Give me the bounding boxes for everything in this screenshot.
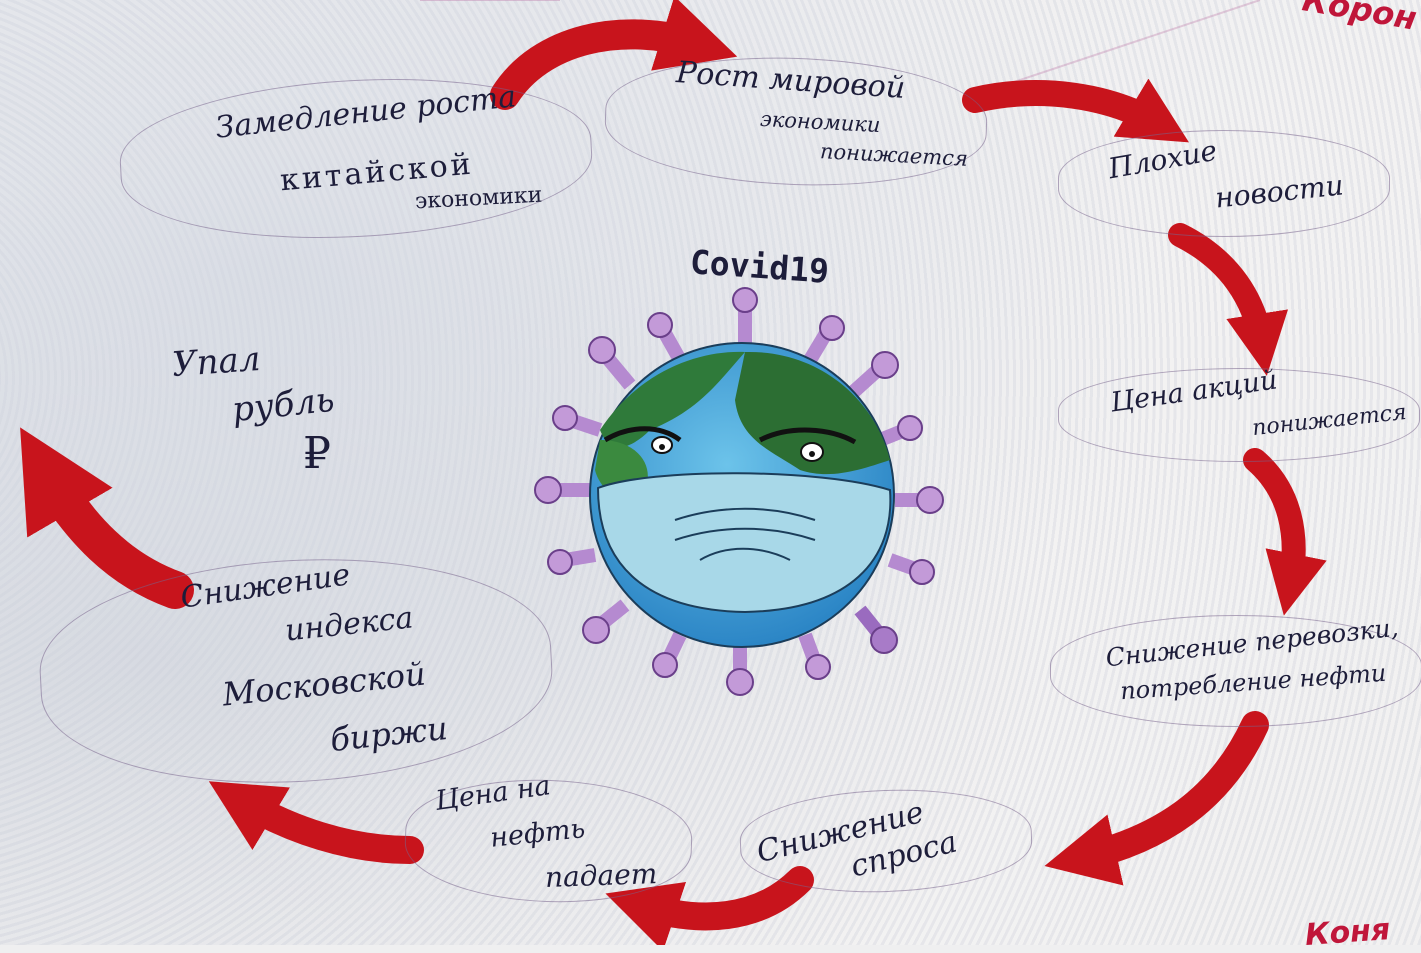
node-ruble-line1: Упал <box>171 342 262 382</box>
arrow-oilprice-to-moex <box>240 800 410 850</box>
arrow-demand-to-oilprice <box>640 880 800 916</box>
arrow-moex-to-ruble <box>45 470 175 590</box>
node-ruble-symbol: ₽ <box>303 432 331 476</box>
arrow-news-to-stocks <box>1180 235 1262 345</box>
diagram-title: Covid19 <box>689 245 830 288</box>
node-ruble-line2: рубль <box>231 383 336 428</box>
arrow-oil-to-demand <box>1080 725 1255 858</box>
corner-heading-bottom: Коня <box>1304 912 1391 953</box>
node-oil-price-line3: падает <box>545 860 658 892</box>
arrow-world-to-news <box>975 93 1160 125</box>
arrow-stocks-to-oil <box>1255 460 1294 585</box>
virus-planet-illustration <box>535 288 943 695</box>
